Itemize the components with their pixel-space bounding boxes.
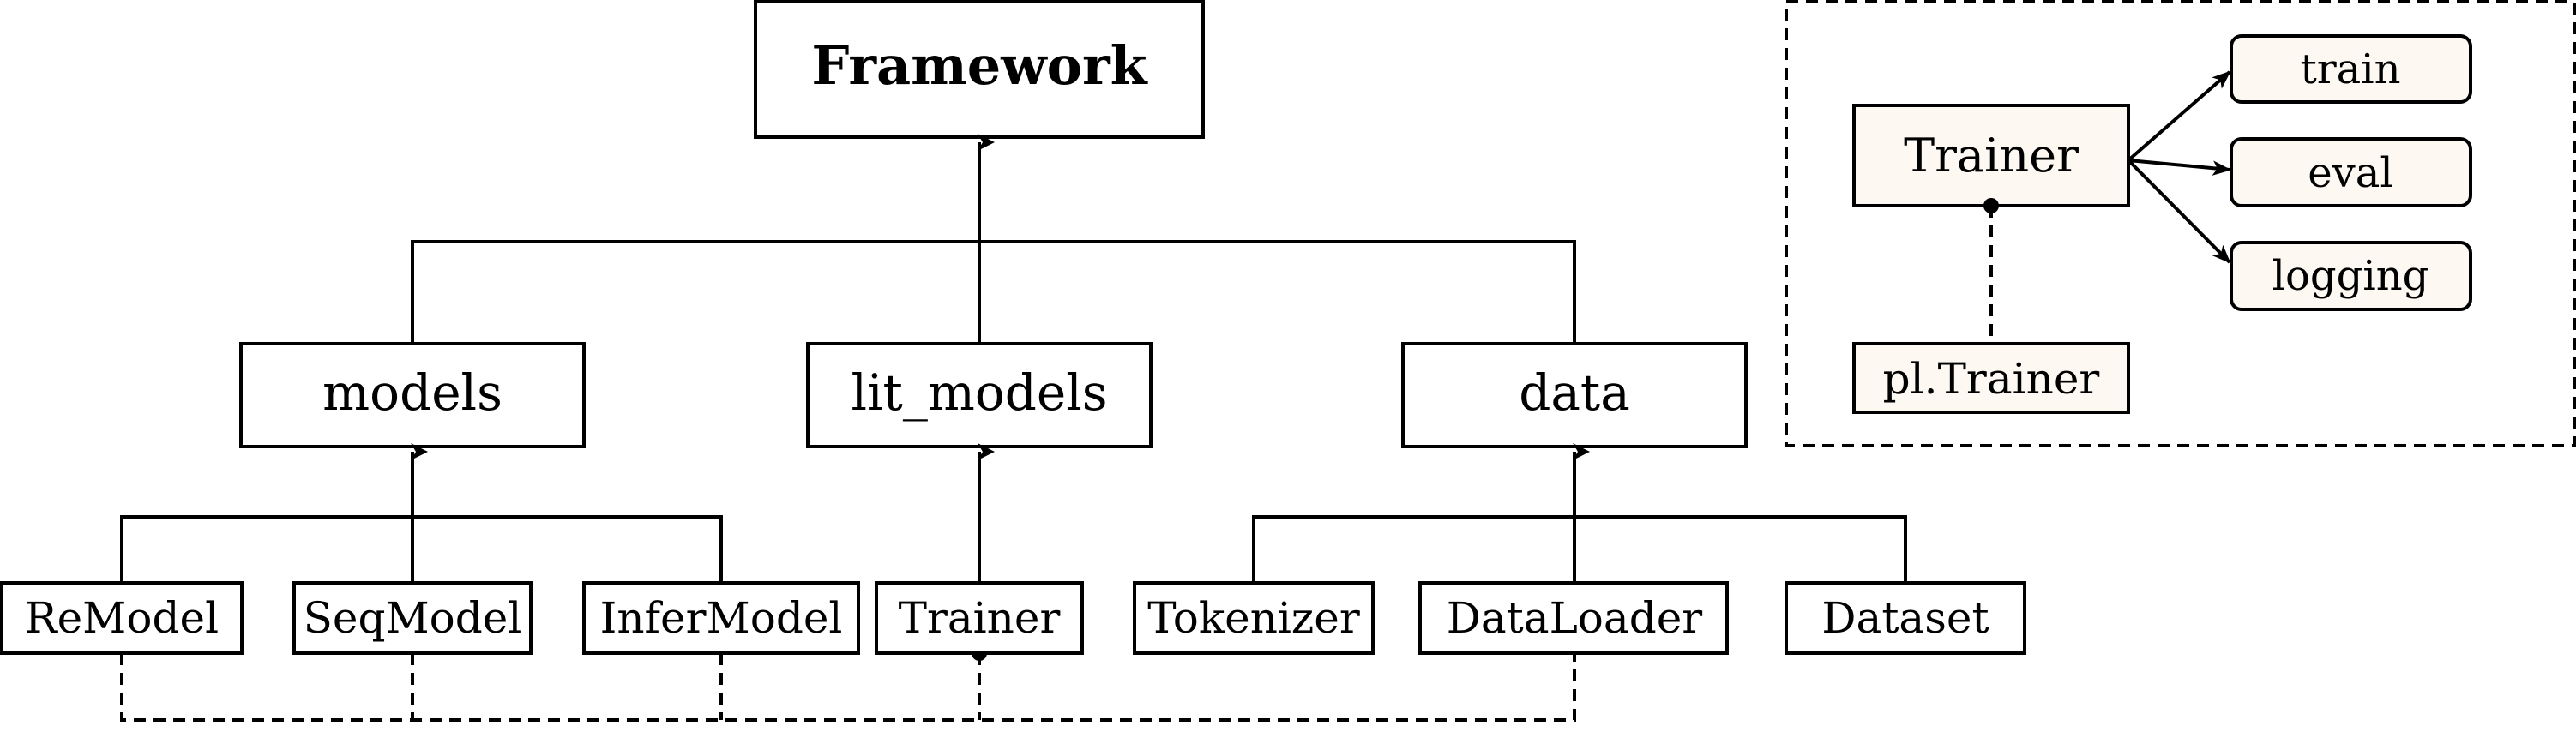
action-eval: eval xyxy=(2230,137,2472,207)
inset-trainer-node: Trainer xyxy=(1852,104,2130,207)
component-tokenizer: Tokenizer xyxy=(1133,581,1375,655)
framework-label: Framework xyxy=(811,34,1148,97)
component-seqmodel-label: SeqModel xyxy=(304,593,522,643)
component-infermodel: InferModel xyxy=(582,581,860,655)
component-trainer-label: Trainer xyxy=(899,593,1061,643)
module-lit-models-label: lit_models xyxy=(851,363,1107,422)
inset-base-node: pl.Trainer xyxy=(1852,342,2130,414)
framework-node: Framework xyxy=(754,0,1205,139)
component-seqmodel: SeqModel xyxy=(292,581,533,655)
action-eval-label: eval xyxy=(2308,149,2393,197)
component-trainer: Trainer xyxy=(875,581,1084,655)
dependency-bus xyxy=(120,653,1576,722)
component-dataset: Dataset xyxy=(1785,581,2026,655)
component-dataloader: DataLoader xyxy=(1418,581,1729,655)
inset-trainer-label: Trainer xyxy=(1904,129,2079,183)
action-logging: logging xyxy=(2230,241,2472,311)
inset-frame xyxy=(1785,0,2576,447)
module-models-label: models xyxy=(322,363,503,422)
module-data-label: data xyxy=(1519,363,1630,422)
component-infermodel-label: InferModel xyxy=(600,593,843,643)
component-remodel: ReModel xyxy=(0,581,244,655)
action-train-label: train xyxy=(2300,45,2400,93)
component-to-module-edges xyxy=(120,443,1907,583)
module-models: models xyxy=(239,342,586,448)
module-lit-models: lit_models xyxy=(806,342,1153,448)
models-children-line xyxy=(120,515,723,583)
action-logging-label: logging xyxy=(2272,252,2429,300)
component-remodel-label: ReModel xyxy=(25,593,219,643)
logging-arrow xyxy=(2127,159,2231,264)
component-dataset-label: Dataset xyxy=(1821,593,1989,643)
trainer-detail-inset: Trainer pl.Trainer train eval logging xyxy=(1785,0,2576,447)
component-dataloader-label: DataLoader xyxy=(1447,593,1703,643)
action-train: train xyxy=(2230,34,2472,104)
data-children-line xyxy=(1252,515,1907,583)
component-tokenizer-label: Tokenizer xyxy=(1147,593,1360,643)
dependency-links xyxy=(120,645,1576,722)
eval-arrow xyxy=(2128,159,2232,176)
module-data: data xyxy=(1401,342,1748,448)
models-branch-line xyxy=(411,240,1576,344)
module-to-root-edges xyxy=(411,134,1576,344)
inset-junction-dot xyxy=(1983,198,1999,213)
train-arrow xyxy=(2127,70,2231,162)
inset-base-label: pl.Trainer xyxy=(1883,354,2100,404)
